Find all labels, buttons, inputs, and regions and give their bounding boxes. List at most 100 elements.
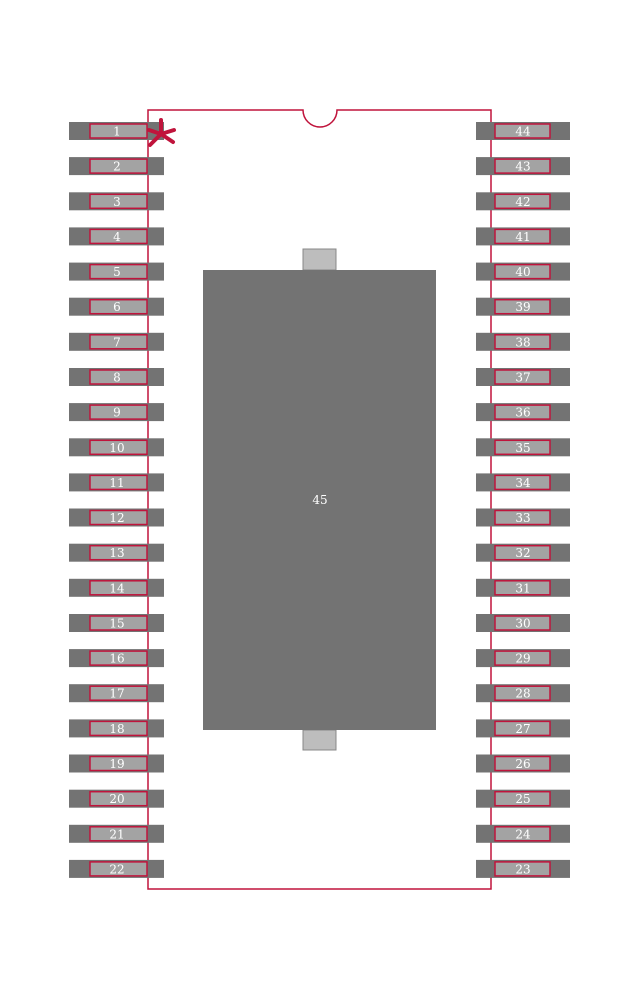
pin-pad-outline xyxy=(89,298,148,315)
pin-pad-outline xyxy=(89,158,148,174)
pin-pad-outline xyxy=(89,474,148,491)
pin-label: 12 xyxy=(109,511,124,525)
pin-pad-outline xyxy=(494,404,551,420)
pin-pad-outline xyxy=(494,615,551,631)
pin-pad-outline xyxy=(494,544,551,561)
pin-label: 35 xyxy=(515,441,530,455)
pin-label: 16 xyxy=(109,652,124,666)
pin-label: 19 xyxy=(109,757,124,771)
pin-21: 21 xyxy=(69,824,164,843)
pin-33: 33 xyxy=(476,508,570,527)
pin-label: 4 xyxy=(113,230,121,244)
pin-label: 3 xyxy=(113,195,121,209)
pin-label: 43 xyxy=(515,160,530,174)
pin-label: 33 xyxy=(515,511,530,525)
pin-7: 7 xyxy=(69,332,164,351)
pin-35: 35 xyxy=(476,438,570,457)
pin-pad-outline xyxy=(494,826,551,842)
pin-10: 10 xyxy=(69,438,164,457)
pin-16: 16 xyxy=(69,649,164,668)
pin-label: 27 xyxy=(515,722,530,736)
pin-label: 6 xyxy=(113,300,121,314)
pin-label: 9 xyxy=(113,406,121,420)
pin-pad-outline xyxy=(89,615,148,631)
pin-label: 17 xyxy=(109,687,124,701)
pin-label: 15 xyxy=(109,617,124,631)
pin-pad-outline xyxy=(494,193,551,210)
pin-pad-outline xyxy=(89,720,148,737)
pin-label: 40 xyxy=(515,265,530,279)
pin-label: 5 xyxy=(113,265,121,279)
pin-pad-outline xyxy=(494,580,551,596)
pin-pad-outline xyxy=(89,404,148,420)
pin-2: 2 xyxy=(69,157,164,176)
pin-pad-outline xyxy=(494,263,551,280)
pin-pad-outline xyxy=(494,158,551,174)
pin-label: 18 xyxy=(109,722,124,736)
pin-pad-outline xyxy=(494,123,551,139)
pin-41: 41 xyxy=(476,227,570,246)
pin-label: 1 xyxy=(113,125,121,139)
pin-pad-outline xyxy=(494,650,551,666)
pin-pad-outline xyxy=(89,334,148,350)
pin-label: 8 xyxy=(113,371,121,385)
pin-6: 6 xyxy=(69,297,164,316)
pin-24: 24 xyxy=(476,824,570,843)
pin-label: 39 xyxy=(515,300,530,314)
pin-label: 44 xyxy=(515,125,531,139)
pin-pad-outline xyxy=(494,334,551,350)
pin-30: 30 xyxy=(476,614,570,632)
pin-37: 37 xyxy=(476,368,570,386)
thermal-tab-top xyxy=(302,248,337,271)
pin-label: 7 xyxy=(113,335,121,349)
pin-pad-outline xyxy=(89,580,148,596)
pin-pad-outline xyxy=(89,755,148,772)
pin-label: 10 xyxy=(109,441,124,455)
pin-label: 11 xyxy=(109,476,124,490)
pin-32: 32 xyxy=(476,543,570,562)
pin-label: 42 xyxy=(515,195,530,209)
pin-pad-outline xyxy=(89,123,148,139)
pin-18: 18 xyxy=(69,719,164,738)
pin-pad-outline xyxy=(89,439,148,456)
pin-11: 11 xyxy=(69,473,164,492)
pin-9: 9 xyxy=(69,403,164,422)
pin-pad-outline xyxy=(494,439,551,456)
pin-label: 14 xyxy=(109,581,125,595)
pin-label: 26 xyxy=(515,757,530,771)
pin-pad-outline xyxy=(89,228,148,245)
pin-pad-outline xyxy=(494,755,551,772)
pin-pad-outline xyxy=(89,509,148,526)
pin-1: 1 xyxy=(69,122,164,140)
pin-44: 44 xyxy=(476,122,570,140)
pin-pad-outline xyxy=(494,685,551,701)
exposed-pad-label: 45 xyxy=(312,493,327,507)
pin-pad-outline xyxy=(89,650,148,666)
pin-label: 37 xyxy=(515,371,530,385)
package-body-outline xyxy=(147,109,492,890)
pin-pad-outline xyxy=(494,720,551,737)
pin-42: 42 xyxy=(476,192,570,211)
pin-19: 19 xyxy=(69,754,164,773)
pin-pad-outline xyxy=(89,263,148,280)
pin-pad-outline xyxy=(89,790,148,807)
pin-label: 24 xyxy=(515,827,531,841)
pin-14: 14 xyxy=(69,578,164,597)
pin-pad-outline xyxy=(89,861,148,877)
pin-26: 26 xyxy=(476,754,570,773)
pin-label: 36 xyxy=(515,406,530,420)
pin-label: 32 xyxy=(515,546,530,560)
pin-pad-outline xyxy=(89,193,148,210)
pin-5: 5 xyxy=(69,262,164,281)
pin-label: 31 xyxy=(515,581,530,595)
pin-8: 8 xyxy=(69,368,164,386)
pin-label: 28 xyxy=(515,687,530,701)
pin-25: 25 xyxy=(476,789,570,808)
pin-label: 30 xyxy=(515,617,530,631)
pin-label: 23 xyxy=(515,862,530,876)
pin-31: 31 xyxy=(476,578,570,597)
pin-29: 29 xyxy=(476,649,570,668)
pin-label: 13 xyxy=(109,546,124,560)
